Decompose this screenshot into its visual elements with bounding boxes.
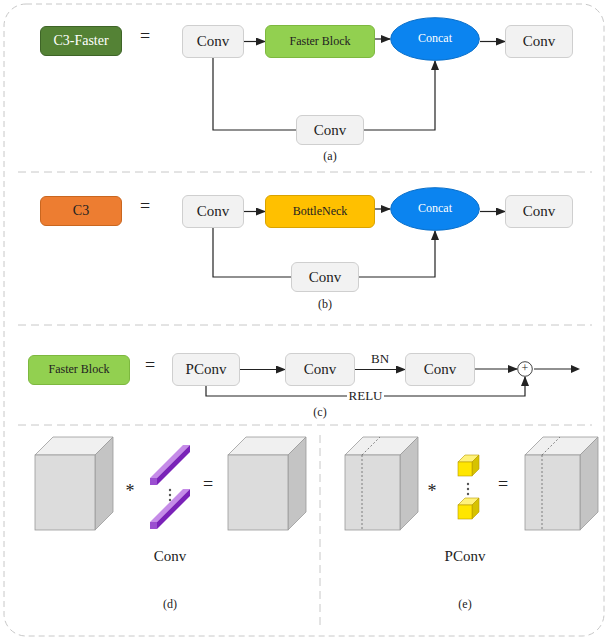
connector — [213, 228, 291, 277]
edge-label: BN — [369, 352, 391, 366]
process-box: Conv — [296, 115, 364, 145]
process-box: Conv — [505, 195, 573, 228]
symbol-label: * — [126, 482, 135, 502]
node-text: Conv — [304, 361, 337, 378]
node-text: Conv — [197, 203, 230, 220]
arrow-head — [571, 365, 580, 373]
connector — [244, 211, 265, 212]
connector — [475, 368, 517, 369]
node-text: Conv — [424, 361, 457, 378]
panel-tag: (b) — [318, 298, 332, 311]
connector — [244, 41, 265, 42]
feature-cube — [345, 437, 418, 530]
symbol-label: Conv — [154, 548, 187, 565]
output-arrow — [534, 368, 572, 369]
connector — [480, 41, 505, 42]
connector — [480, 211, 505, 212]
node-text: PConv — [186, 361, 227, 378]
feature-cube — [525, 437, 598, 530]
separator — [320, 435, 321, 625]
process-box: Conv — [505, 25, 573, 58]
edge-label: RELU — [347, 389, 385, 403]
separator — [18, 172, 592, 173]
symbol-label: = — [140, 197, 150, 217]
process-box: Faster Block — [265, 25, 375, 58]
filter-bars — [150, 445, 190, 529]
connector — [375, 208, 390, 209]
panel-tag: (a) — [323, 150, 336, 163]
partial-filters — [458, 455, 479, 519]
symbol-label: = — [145, 356, 155, 376]
panel-tag: (c) — [313, 406, 326, 419]
symbol-label: PConv — [445, 548, 486, 565]
concat-ellipse: Concat — [390, 187, 480, 231]
node-text: Faster Block — [290, 35, 351, 48]
node-text: + — [522, 362, 529, 375]
symbol-label: = — [498, 475, 508, 495]
process-box: C3-Faster — [40, 26, 122, 56]
node-text: BottleNeck — [293, 205, 348, 218]
concat-ellipse: Concat — [390, 17, 480, 61]
node-shape — [391, 18, 480, 61]
symbol-label: = — [140, 27, 150, 47]
node-text: Concat — [418, 202, 452, 215]
feature-cube — [228, 437, 306, 530]
node-shape — [391, 188, 480, 231]
process-box: C3 — [40, 196, 122, 226]
process-box: BottleNeck — [265, 195, 375, 228]
symbol-label: = — [203, 475, 213, 495]
node-text: Faster Block — [49, 363, 110, 376]
node-text: C3-Faster — [53, 33, 108, 48]
sum-circle: + — [517, 361, 533, 377]
separator — [18, 425, 592, 426]
node-text: Conv — [314, 122, 347, 139]
process-box: Faster Block — [28, 355, 130, 385]
process-box: Conv — [285, 353, 355, 386]
connector — [364, 61, 435, 130]
process-box: Conv — [182, 195, 244, 228]
node-shape — [518, 362, 533, 377]
process-box: Conv — [182, 25, 244, 58]
panel-tag: (d) — [163, 598, 177, 611]
node-text: Concat — [418, 32, 452, 45]
node-text: Conv — [523, 203, 556, 220]
node-text: Conv — [523, 33, 556, 50]
outer-frame — [4, 4, 604, 636]
process-box: PConv — [172, 353, 240, 386]
connector — [240, 369, 285, 370]
feature-cube — [35, 437, 113, 530]
connector — [355, 369, 405, 370]
symbol-label: * — [428, 482, 437, 502]
connector — [359, 231, 435, 277]
connector — [375, 38, 390, 39]
panel-tag: (e) — [458, 598, 471, 611]
process-box: Conv — [291, 262, 359, 292]
node-text: Conv — [197, 33, 230, 50]
node-text: Conv — [309, 269, 342, 286]
connector — [213, 58, 296, 130]
separator — [18, 325, 592, 326]
process-box: Conv — [405, 353, 475, 386]
node-text: C3 — [73, 203, 89, 218]
